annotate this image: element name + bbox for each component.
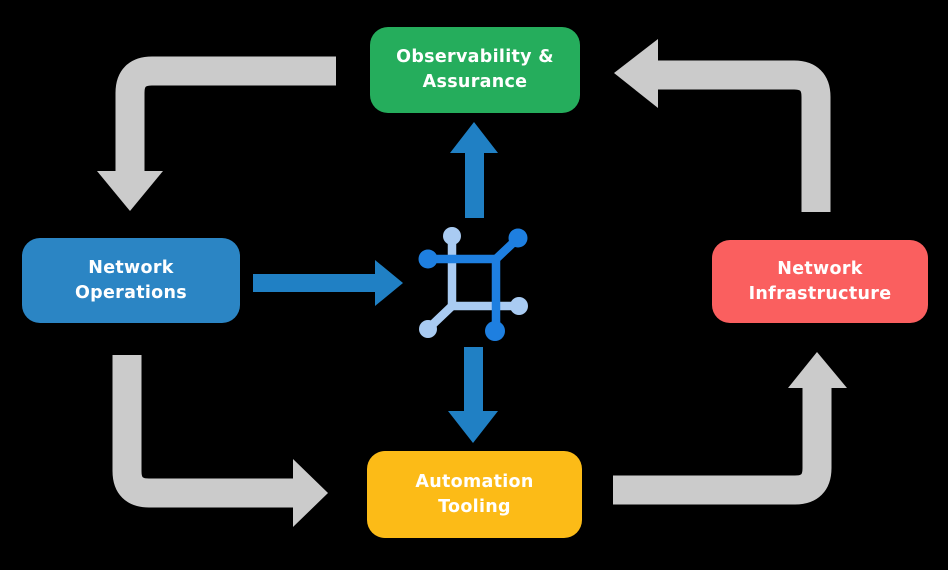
arrow-operations-to-platform bbox=[253, 260, 403, 306]
arrow-tooling-to-infrastructure bbox=[613, 352, 847, 505]
highlight-arrows bbox=[253, 122, 498, 443]
node-observability-assurance-label: Observability & Assurance bbox=[396, 47, 554, 92]
arrow-platform-to-observability bbox=[450, 122, 498, 218]
node-automation-tooling-label: Automation Tooling bbox=[415, 471, 534, 517]
icon-light-links bbox=[419, 227, 528, 338]
arrow-platform-to-tooling bbox=[448, 347, 498, 443]
icon-dark-links bbox=[418, 228, 528, 341]
node-network-operations-label: Network Operations bbox=[75, 257, 187, 303]
node-observability-assurance: Observability & Assurance bbox=[370, 27, 580, 113]
network-mesh-icon bbox=[418, 227, 528, 341]
cycle-arrows bbox=[97, 39, 847, 527]
node-network-infrastructure: Network Infrastructure bbox=[712, 240, 928, 323]
arrow-observability-to-operations bbox=[97, 56, 336, 211]
node-automation-tooling: Automation Tooling bbox=[367, 451, 582, 538]
node-network-operations: Network Operations bbox=[22, 238, 240, 323]
arrow-infrastructure-to-observability bbox=[614, 39, 831, 212]
node-network-infrastructure-label: Network Infrastructure bbox=[748, 258, 892, 304]
arrow-operations-to-tooling bbox=[112, 355, 328, 527]
